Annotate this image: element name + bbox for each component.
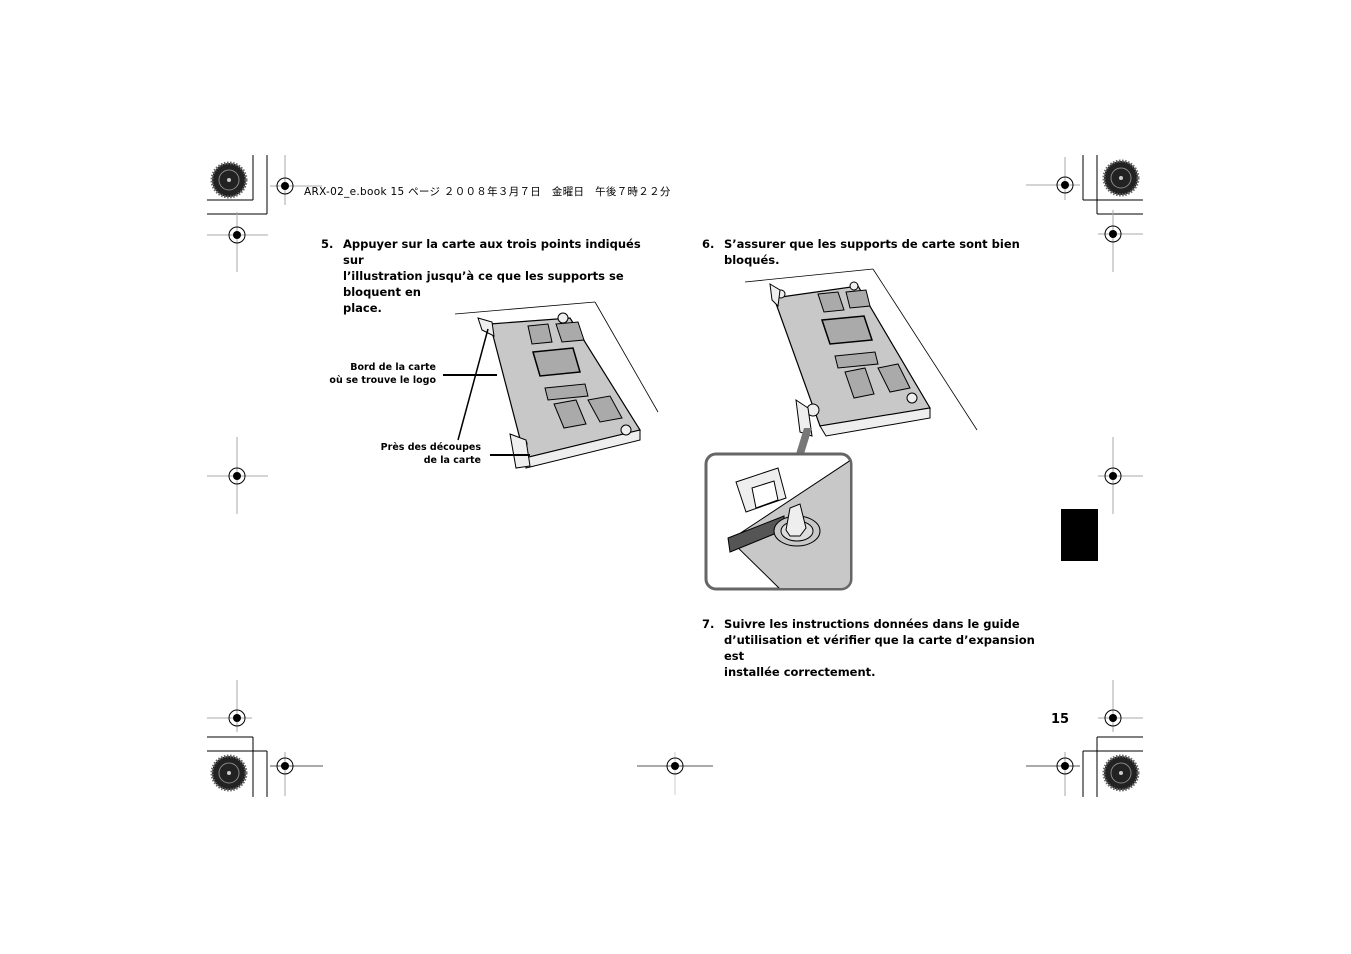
star-target-icon — [210, 754, 248, 792]
registration-mark-icon — [270, 752, 323, 796]
step-text-line: place. — [343, 301, 382, 315]
star-target-icon — [210, 161, 248, 199]
step-7: 7. Suivre les instructions données dans … — [702, 616, 1042, 679]
callout-logo-edge: Bord de la carte où se trouve le logo — [329, 361, 436, 387]
callout-line: où se trouve le logo — [329, 375, 436, 386]
registration-mark-icon — [207, 437, 268, 514]
callout-line: de la carte — [423, 455, 481, 466]
page-number: 15 — [1051, 712, 1070, 727]
callout-line: Bord de la carte — [350, 362, 436, 373]
registration-mark-icon — [1026, 157, 1080, 200]
step-5: 5. Appuyer sur la carte aux trois points… — [321, 236, 661, 315]
registration-mark-icon — [207, 212, 268, 272]
step-number: 6. — [702, 237, 715, 251]
step-text: Suivre les instructions données dans le … — [724, 616, 1042, 680]
registration-mark-icon — [1098, 437, 1143, 514]
step-text-line: S’assurer que les supports de carte sont… — [724, 237, 1020, 267]
callout-cutouts: Près des découpes de la carte — [381, 441, 481, 467]
step-6: 6. S’assurer que les supports de carte s… — [702, 236, 1042, 267]
step-text: Appuyer sur la carte aux trois points in… — [343, 236, 661, 316]
step-text-line: Appuyer sur la carte aux trois points in… — [343, 237, 641, 267]
step-text-line: d’utilisation et vérifier que la carte d… — [724, 633, 1035, 663]
registration-mark-icon — [1098, 680, 1143, 732]
step-text: S’assurer que les supports de carte sont… — [724, 236, 1042, 268]
callout-line: Près des découpes — [380, 442, 481, 453]
star-target-icon — [1102, 754, 1140, 792]
star-target-icon — [1102, 159, 1140, 197]
step-number: 5. — [321, 237, 334, 251]
step-number: 7. — [702, 617, 715, 631]
registration-mark-icon — [1026, 752, 1080, 796]
registration-mark-icon — [637, 752, 713, 795]
registration-mark-icon — [270, 155, 322, 205]
step-text-line: Suivre les instructions données dans le … — [724, 617, 1020, 631]
step-text-line: l’illustration jusqu’à ce que les suppor… — [343, 269, 624, 299]
running-head: ARX-02_e.book 15 ページ ２００８年３月７日 金曜日 午後７時２… — [304, 186, 671, 198]
registration-mark-icon — [1098, 210, 1143, 272]
figure-card-press — [443, 301, 659, 469]
registration-mark-icon — [207, 680, 252, 732]
step-text-line: installée correctement. — [724, 665, 876, 679]
section-thumb-tab — [1061, 509, 1098, 561]
figure-card-locked — [704, 268, 978, 591]
